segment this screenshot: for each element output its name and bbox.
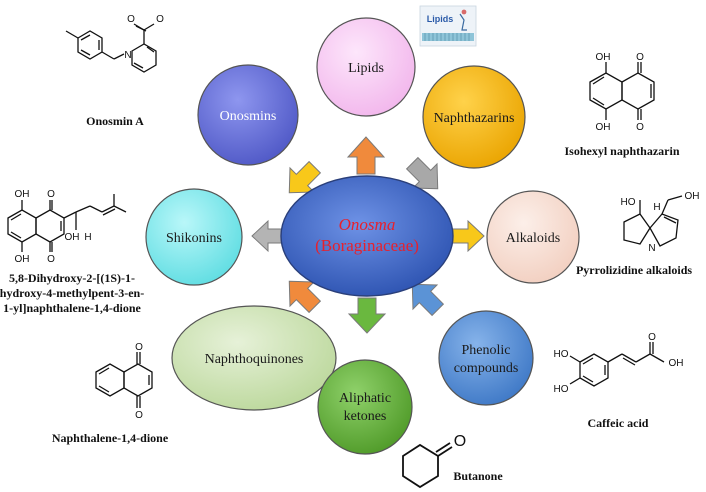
- naphthazarin-o-bottom: O: [636, 122, 644, 133]
- pyrrolizidine-h: H: [653, 202, 660, 213]
- caption-shikonin-2: hydroxy-4-methylpent-3-en-: [0, 286, 144, 300]
- butanone-o: O: [454, 433, 466, 450]
- naphthoquinone-o-bottom: O: [135, 410, 143, 421]
- caption-shikonin-3: 1-yl]naphthalene-1,4-dione: [3, 301, 141, 315]
- arrow-up: [346, 136, 386, 175]
- arrow-left: [251, 219, 285, 253]
- arrow-right: [451, 219, 485, 253]
- node-naphthoquinones: Naphthoquinones: [171, 305, 337, 411]
- caffeic-ho-bottom: HO: [554, 384, 569, 395]
- naphthoquinone-structure: O O: [95, 342, 153, 421]
- onosmin-o2-atom: O: [156, 14, 164, 25]
- node-shikonins: Shikonins: [145, 188, 243, 286]
- caption-caffeic-acid: Caffeic acid: [588, 416, 649, 430]
- caption-onosmin-a: Onosmin A: [86, 114, 144, 128]
- caption-naphthalene-dione: Naphthalene-1,4-dione: [52, 431, 169, 445]
- center-genus: Onosma: [339, 215, 396, 234]
- node-lipids-label: Lipids: [348, 61, 384, 76]
- naphthazarin-structure: OH O OH O: [589, 52, 655, 133]
- node-lipids: Lipids: [316, 17, 416, 117]
- node-naphthazarins-label: Naphthazarins: [434, 111, 515, 126]
- naphthazarin-oh-bottom: OH: [596, 122, 611, 133]
- naphthoquinone-o-top: O: [135, 342, 143, 353]
- node-phenolic-label-2: compounds: [454, 361, 519, 376]
- caption-pyrrolizidine: Pyrrolizidine alkaloids: [576, 263, 692, 277]
- node-aliphatic-label-1: Aliphatic: [339, 391, 391, 406]
- node-onosmins-label: Onosmins: [220, 109, 277, 124]
- shikonin-oh-bottom: OH: [15, 254, 30, 265]
- center-family: (Boraginaceae): [315, 236, 419, 255]
- pyrrolizidine-oh: OH: [685, 191, 700, 202]
- shikonin-o-bottom: O: [47, 254, 55, 265]
- lipids-badge-text: Lipids: [427, 14, 454, 24]
- node-alkaloids: Alkaloids: [486, 190, 580, 284]
- caption-isohexyl-naphthazarin: Isohexyl naphthazarin: [564, 144, 679, 158]
- arrow-down: [347, 297, 387, 334]
- node-shikonins-label: Shikonins: [166, 231, 222, 246]
- node-aliphatic-ketones: Aliphatic ketones: [317, 359, 413, 455]
- pyrrolizidine-n: N: [648, 243, 655, 254]
- onosmin-n-atom: N: [124, 50, 131, 61]
- butanone-structure: O: [402, 433, 466, 489]
- naphthazarin-oh-top: OH: [596, 52, 611, 63]
- node-alkaloids-label: Alkaloids: [506, 231, 560, 246]
- onosmin-o-atom: O: [127, 14, 135, 25]
- caption-butanone: Butanone: [453, 469, 503, 483]
- pyrrolizidine-structure: HO H OH N: [621, 191, 700, 254]
- onosmin-a-structure: N O O: [65, 14, 164, 73]
- center-node: Onosma (Boraginaceae): [280, 175, 454, 297]
- arrow-down-right: [411, 283, 445, 317]
- caption-shikonin-1: 5,8-Dihydroxy-2-[(1S)-1-: [9, 271, 135, 285]
- naphthazarin-o-top: O: [636, 52, 644, 63]
- shikonin-o-top: O: [47, 189, 55, 200]
- shikonin-h-side: H: [84, 232, 91, 243]
- node-naphthoquinones-label: Naphthoquinones: [205, 352, 304, 367]
- shikonin-oh-side: OH: [65, 232, 80, 243]
- caffeic-acid-structure: HO HO O OH: [554, 332, 684, 395]
- shikonin-structure: OH O OH O OH H: [7, 189, 127, 265]
- caffeic-ho-top: HO: [554, 349, 569, 360]
- caffeic-oh: OH: [669, 358, 684, 369]
- node-onosmins: Onosmins: [197, 64, 299, 166]
- caffeic-o: O: [648, 332, 656, 343]
- lipids-badge: Lipids: [419, 5, 477, 47]
- shikonin-oh-top: OH: [15, 189, 30, 200]
- node-aliphatic-label-2: ketones: [344, 409, 387, 424]
- pyrrolizidine-ho: HO: [621, 197, 636, 208]
- node-naphthazarins: Naphthazarins: [422, 65, 526, 169]
- node-phenolic-compounds: Phenolic compounds: [438, 310, 534, 406]
- node-phenolic-label-1: Phenolic: [462, 343, 511, 358]
